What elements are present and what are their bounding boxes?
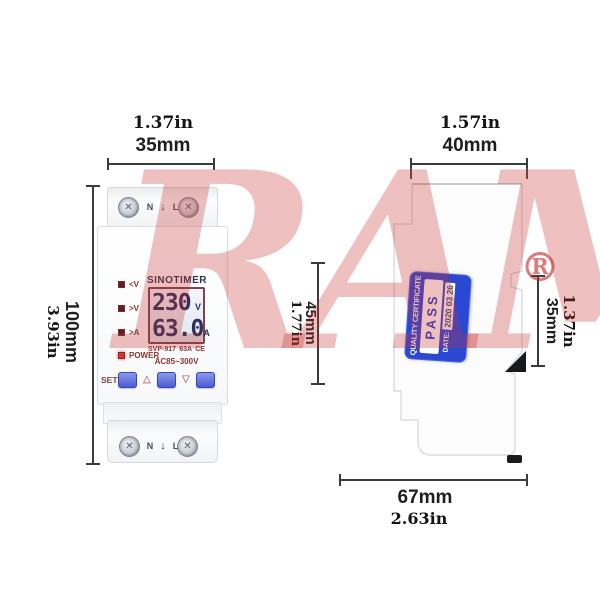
side-mid-inches: 1.77in [287,299,303,347]
extension-line [526,168,528,179]
down-arrow-icon: ↓ [160,440,166,452]
din-rail-clip[interactable] [505,351,526,372]
current-value: 63.0 [152,316,204,342]
side-rail-inches: 1.37in [560,294,578,348]
lcd-display: 230 V 63.0 A [148,287,210,344]
screw-icon: ✕ [177,436,198,457]
side-rail-mm: 35mm [542,297,560,345]
step-edge-shade [394,184,413,225]
device-front-view: ✕ ✕ N ↓ L SINOTIMER <V >V >A [97,187,228,463]
extension-line [410,168,412,179]
front-height-label: 100mm 3.93in [38,282,82,382]
front-width-dim-line [107,158,215,170]
led-indicator-icon [118,281,125,288]
voltage-readout: 230 V [152,290,201,316]
top-terminal-block: ✕ ✕ N ↓ L [107,187,218,227]
power-led-icon [118,352,125,359]
up-button[interactable] [157,372,176,388]
brand-name: SINOTIMER [146,275,208,286]
led-under-voltage: <V [118,280,139,289]
model-number: SVP-917 [148,346,177,353]
rated-current: 63A [179,346,193,353]
bottom-corner-shade [417,420,433,456]
led-indicator-icon [118,305,125,312]
front-height-inches: 3.93in [44,305,63,359]
bottom-foot [507,455,522,463]
quality-certificate-sticker: QUALITY CERTIFICATE PASS DATE: 2020 03 2… [404,270,472,364]
front-width-mm: 35mm [135,135,191,157]
voltage-range: AC85~300V [154,357,199,366]
side-depth-dim-line [339,474,528,486]
side-width-label: 1.57in 40mm [415,113,525,158]
front-panel: SINOTIMER <V >V >A POWER 230 V [97,226,228,405]
side-mid-dim-line [311,262,325,385]
ce-mark: CE [195,346,205,353]
front-width-label: 1.37in 35mm [108,113,218,158]
side-width-mm: 40mm [442,135,498,157]
sticker-date-value: 2020 03 26 [442,282,456,330]
neutral-label: N [146,441,154,451]
side-depth-mm: 67mm [397,487,453,508]
side-rail-label: 1.37in 35mm [539,279,578,363]
down-arrow-icon: ↓ [160,201,166,213]
led-over-voltage: >V [118,304,139,313]
side-mid-mm: 45mm [302,301,319,345]
top-terminal-labels: N ↓ L [108,201,217,213]
up-triangle-icon: △ [143,374,151,385]
set-button[interactable] [118,372,137,388]
led-over-current: >A [118,328,139,337]
voltage-value: 230 [152,290,192,316]
side-rail-dim-line [531,275,545,367]
set-button-label: SET [101,375,118,385]
side-width-dim-line [410,158,528,170]
down-triangle-icon: ▽ [182,374,190,385]
front-height-dim-line [86,185,100,465]
side-width-inches: 1.57in [439,113,501,133]
current-readout: 63.0 A [152,316,210,342]
model-row: SVP-917 63A CE [148,346,205,353]
sticker-date-label: DATE: [442,331,451,353]
screw-icon: ✕ [119,436,140,457]
screw-icon: ✕ [118,197,139,218]
neutral-label: N [146,202,154,212]
front-height-mm: 100mm [62,300,82,364]
sticker-pass-stamp: PASS [419,278,444,355]
live-label: L [172,202,179,212]
side-mid-label: 45mm 1.77in [285,281,319,365]
front-width-inches: 1.37in [132,113,194,133]
current-unit: A [203,328,210,338]
down-button[interactable] [196,372,215,388]
live-label: L [172,441,179,451]
screw-icon: ✕ [178,197,199,218]
led-indicator-icon [118,329,125,336]
side-depth-inches: 2.63in [390,509,448,528]
bottom-terminal-labels: N ↓ L [108,440,217,452]
bottom-terminal-block: ✕ ✕ N ↓ L [107,420,218,463]
voltage-unit: V [194,302,201,312]
led-power: POWER [118,351,159,360]
